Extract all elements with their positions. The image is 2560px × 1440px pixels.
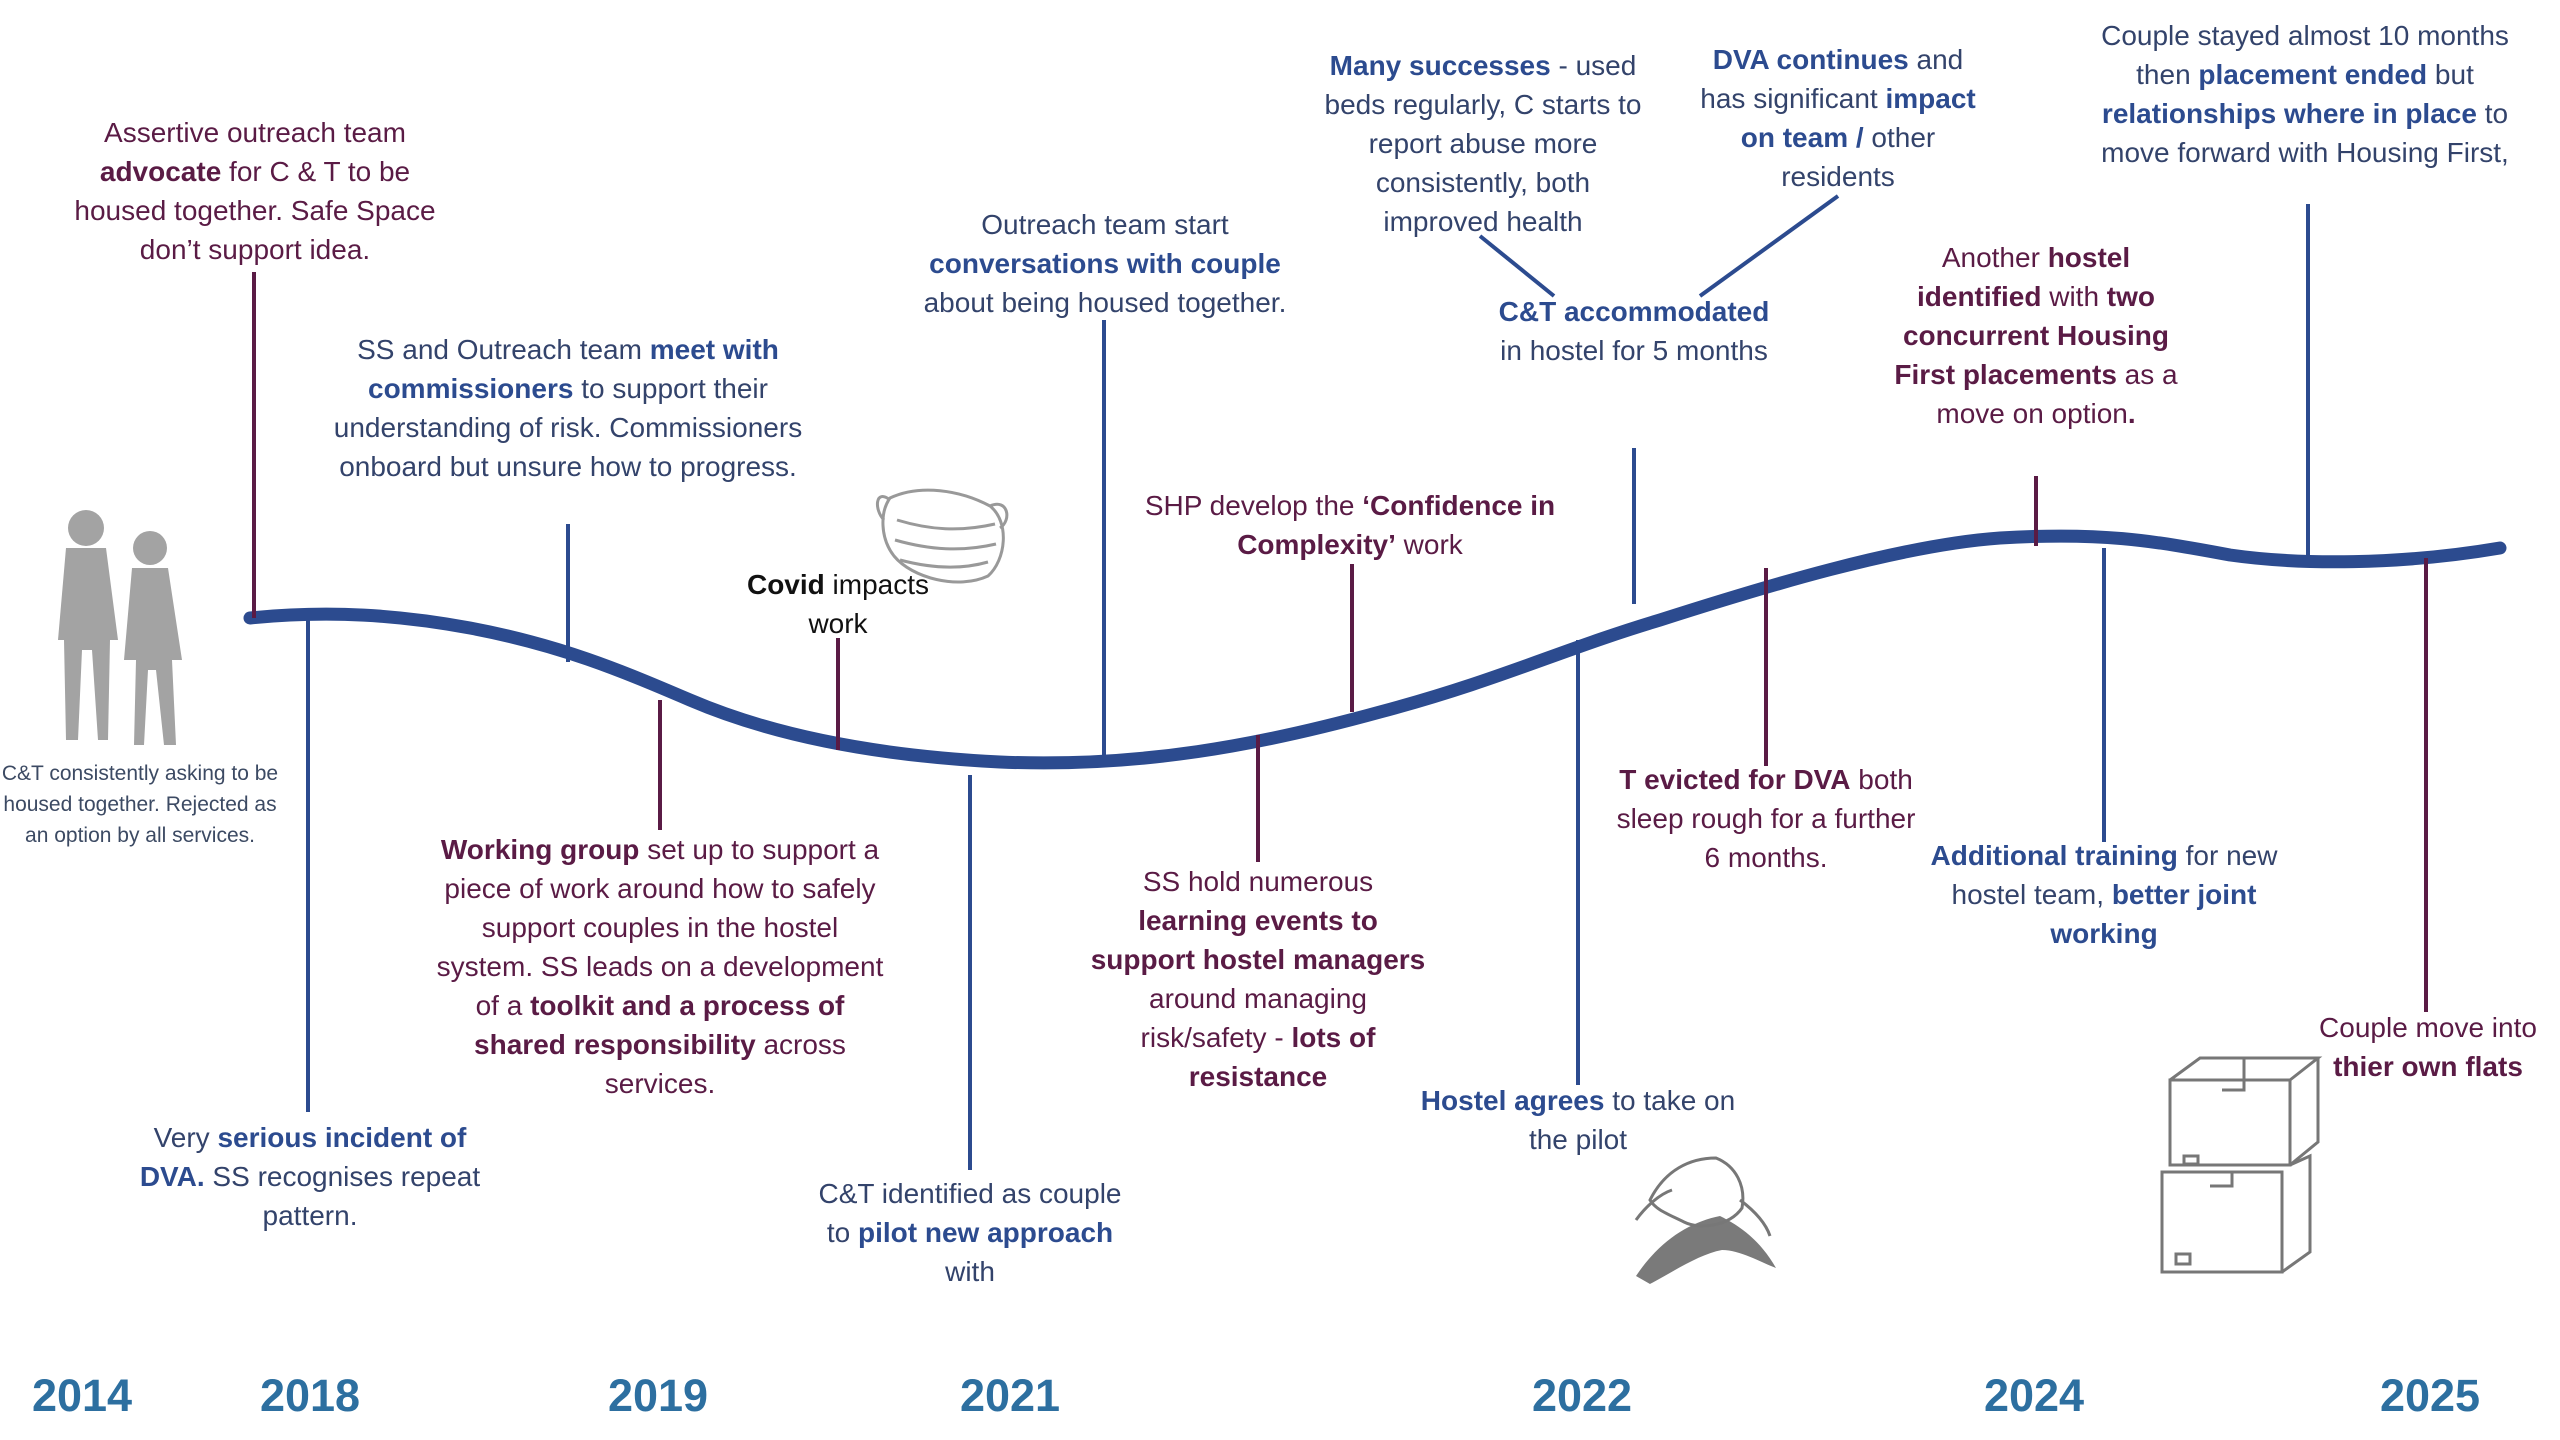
event-additional-training: Additional training for new hostel team,…	[1928, 836, 2280, 953]
year-label: 2024	[1983, 1370, 2085, 1421]
face-mask-icon	[876, 488, 1009, 584]
handshake-icon	[1634, 1156, 1776, 1284]
event-text-emphasis: pilot new approach	[858, 1217, 1114, 1248]
event-text-emphasis: Working group	[440, 834, 640, 865]
event-text: - used beds regularly, C starts to repor…	[1324, 50, 1642, 237]
event-text: Very	[153, 1122, 218, 1153]
event-text: to take on the pilot	[1528, 1085, 1736, 1155]
event-text-emphasis: serious incident of DVA.	[139, 1122, 467, 1192]
event-text: with	[2041, 281, 2107, 312]
event-text-emphasis: .	[2127, 398, 2136, 429]
event-text-emphasis: T evicted for DVA	[1619, 764, 1851, 795]
event-text: SS and Outreach team	[357, 334, 650, 365]
event-text: impacts work	[808, 569, 930, 639]
event-text: as a move on option	[1936, 359, 2178, 429]
event-dva-continues: DVA continues and has significant impact…	[1688, 40, 1988, 196]
connector-e10	[1478, 234, 1556, 298]
event-text: for new hostel team,	[1951, 840, 2278, 910]
timeline-path	[243, 529, 2507, 770]
event-text: with	[945, 1256, 995, 1287]
year-label: 2022	[1531, 1370, 1633, 1421]
event-text-emphasis: relationships where in place	[2101, 98, 2477, 129]
event-text: SS recognises repeat pattern.	[204, 1161, 481, 1231]
event-text: work	[1395, 529, 1463, 560]
event-text: Outreach team start	[981, 209, 1229, 240]
year-label: 2018	[259, 1370, 361, 1421]
year-label: 2025	[2379, 1370, 2481, 1421]
event-text-emphasis: Many successes	[1329, 50, 1551, 81]
event-text: in hostel for 5 months	[1500, 335, 1768, 366]
event-text: about being housed together.	[923, 287, 1287, 318]
event-text-emphasis: thier own flats	[2333, 1051, 2523, 1082]
event-text: both sleep rough for a further 6 months.	[1616, 764, 1916, 873]
event-advocate-housed-together: Assertive outreach team advocate for C &…	[60, 113, 450, 269]
event-confidence-in-complexity: SHP develop the ‘Confidence in Complexit…	[1135, 486, 1565, 564]
event-text: across services.	[604, 1029, 846, 1099]
year-label: 2014	[31, 1370, 133, 1421]
event-text-emphasis: conversations with couple	[929, 248, 1281, 279]
event-many-successes: Many successes - used beds regularly, C …	[1318, 46, 1648, 241]
event-text: Couple move into	[2319, 1012, 2537, 1043]
event-text: Couple stayed almost 10 months then	[2101, 20, 2509, 90]
event-hostel-agrees: Hostel agrees to take on the pilot	[1408, 1081, 1748, 1159]
event-text-emphasis: meet with commissioners	[368, 334, 779, 404]
event-learning-events: SS hold numerous learning events to supp…	[1088, 862, 1428, 1096]
event-text: other residents	[1781, 122, 1936, 192]
event-text-emphasis: ‘Confidence in Complexity’	[1237, 490, 1556, 560]
event-text: C&T identified as couple to	[818, 1178, 1122, 1248]
event-text-emphasis: impact on team /	[1740, 83, 1976, 153]
year-label: 2019	[607, 1370, 709, 1421]
couple-silhouette-icon	[58, 510, 182, 745]
event-text-emphasis: two concurrent Housing First placements	[1894, 281, 2169, 390]
event-text-emphasis: advocate	[99, 156, 222, 187]
side-note: C&T consistently asking to be housed tog…	[1, 762, 279, 847]
event-serious-incident-dva: Very serious incident of DVA. SS recogni…	[125, 1118, 495, 1235]
event-text: Another	[1941, 242, 2048, 273]
moving-boxes-icon	[2160, 1056, 2323, 1274]
event-text: and has significant	[1700, 44, 1964, 114]
event-text-emphasis: Covid	[746, 569, 825, 600]
event-text: around managing risk/safety -	[1140, 983, 1367, 1053]
event-text-emphasis: Hostel agrees	[1420, 1085, 1605, 1116]
event-meet-with-commissioners: SS and Outreach team meet with commissio…	[318, 330, 818, 486]
event-text-emphasis: placement ended	[2198, 59, 2428, 90]
event-ct-accommodated: C&T accommodated in hostel for 5 months	[1494, 292, 1774, 370]
event-text-emphasis: C&T accommodated	[1498, 296, 1770, 327]
event-another-hostel: Another hostel identified with two concu…	[1880, 238, 2192, 433]
event-text: to support their understanding of risk. …	[333, 373, 803, 482]
year-label: 2021	[959, 1370, 1061, 1421]
event-text-emphasis: Additional training	[1930, 840, 2178, 871]
event-text: for C & T to be housed together. Safe Sp…	[74, 156, 436, 265]
event-text-emphasis: hostel identified	[1916, 242, 2131, 312]
event-text: set up to support a piece of work around…	[436, 834, 884, 1021]
event-text-emphasis: toolkit and a process of shared responsi…	[474, 990, 845, 1060]
event-text-emphasis: DVA continues	[1712, 44, 1909, 75]
connector-e12	[1698, 194, 1840, 298]
event-text: Assertive outreach team	[104, 117, 406, 148]
event-text-emphasis: learning events to support hostel manage…	[1090, 905, 1426, 975]
event-working-group: Working group set up to support a piece …	[430, 830, 890, 1103]
event-move-into-own-flats: Couple move into thier own flats	[2300, 1008, 2556, 1086]
event-text: but	[2427, 59, 2474, 90]
event-covid: Covid impacts work	[738, 565, 938, 643]
event-text: SS hold numerous	[1142, 866, 1374, 897]
event-pilot-identified: C&T identified as couple to pilot new ap…	[810, 1174, 1130, 1291]
event-placement-ended: Couple stayed almost 10 months then plac…	[2080, 16, 2530, 172]
event-text: to move forward with Housing First,	[2101, 98, 2509, 168]
event-text-emphasis: lots of resistance	[1188, 1022, 1376, 1092]
event-outreach-conversations: Outreach team start conversations with c…	[895, 205, 1315, 322]
event-t-evicted: T evicted for DVA both sleep rough for a…	[1608, 760, 1924, 877]
event-text: SHP develop the	[1144, 490, 1363, 521]
event-text-emphasis: better joint working	[2050, 879, 2257, 949]
